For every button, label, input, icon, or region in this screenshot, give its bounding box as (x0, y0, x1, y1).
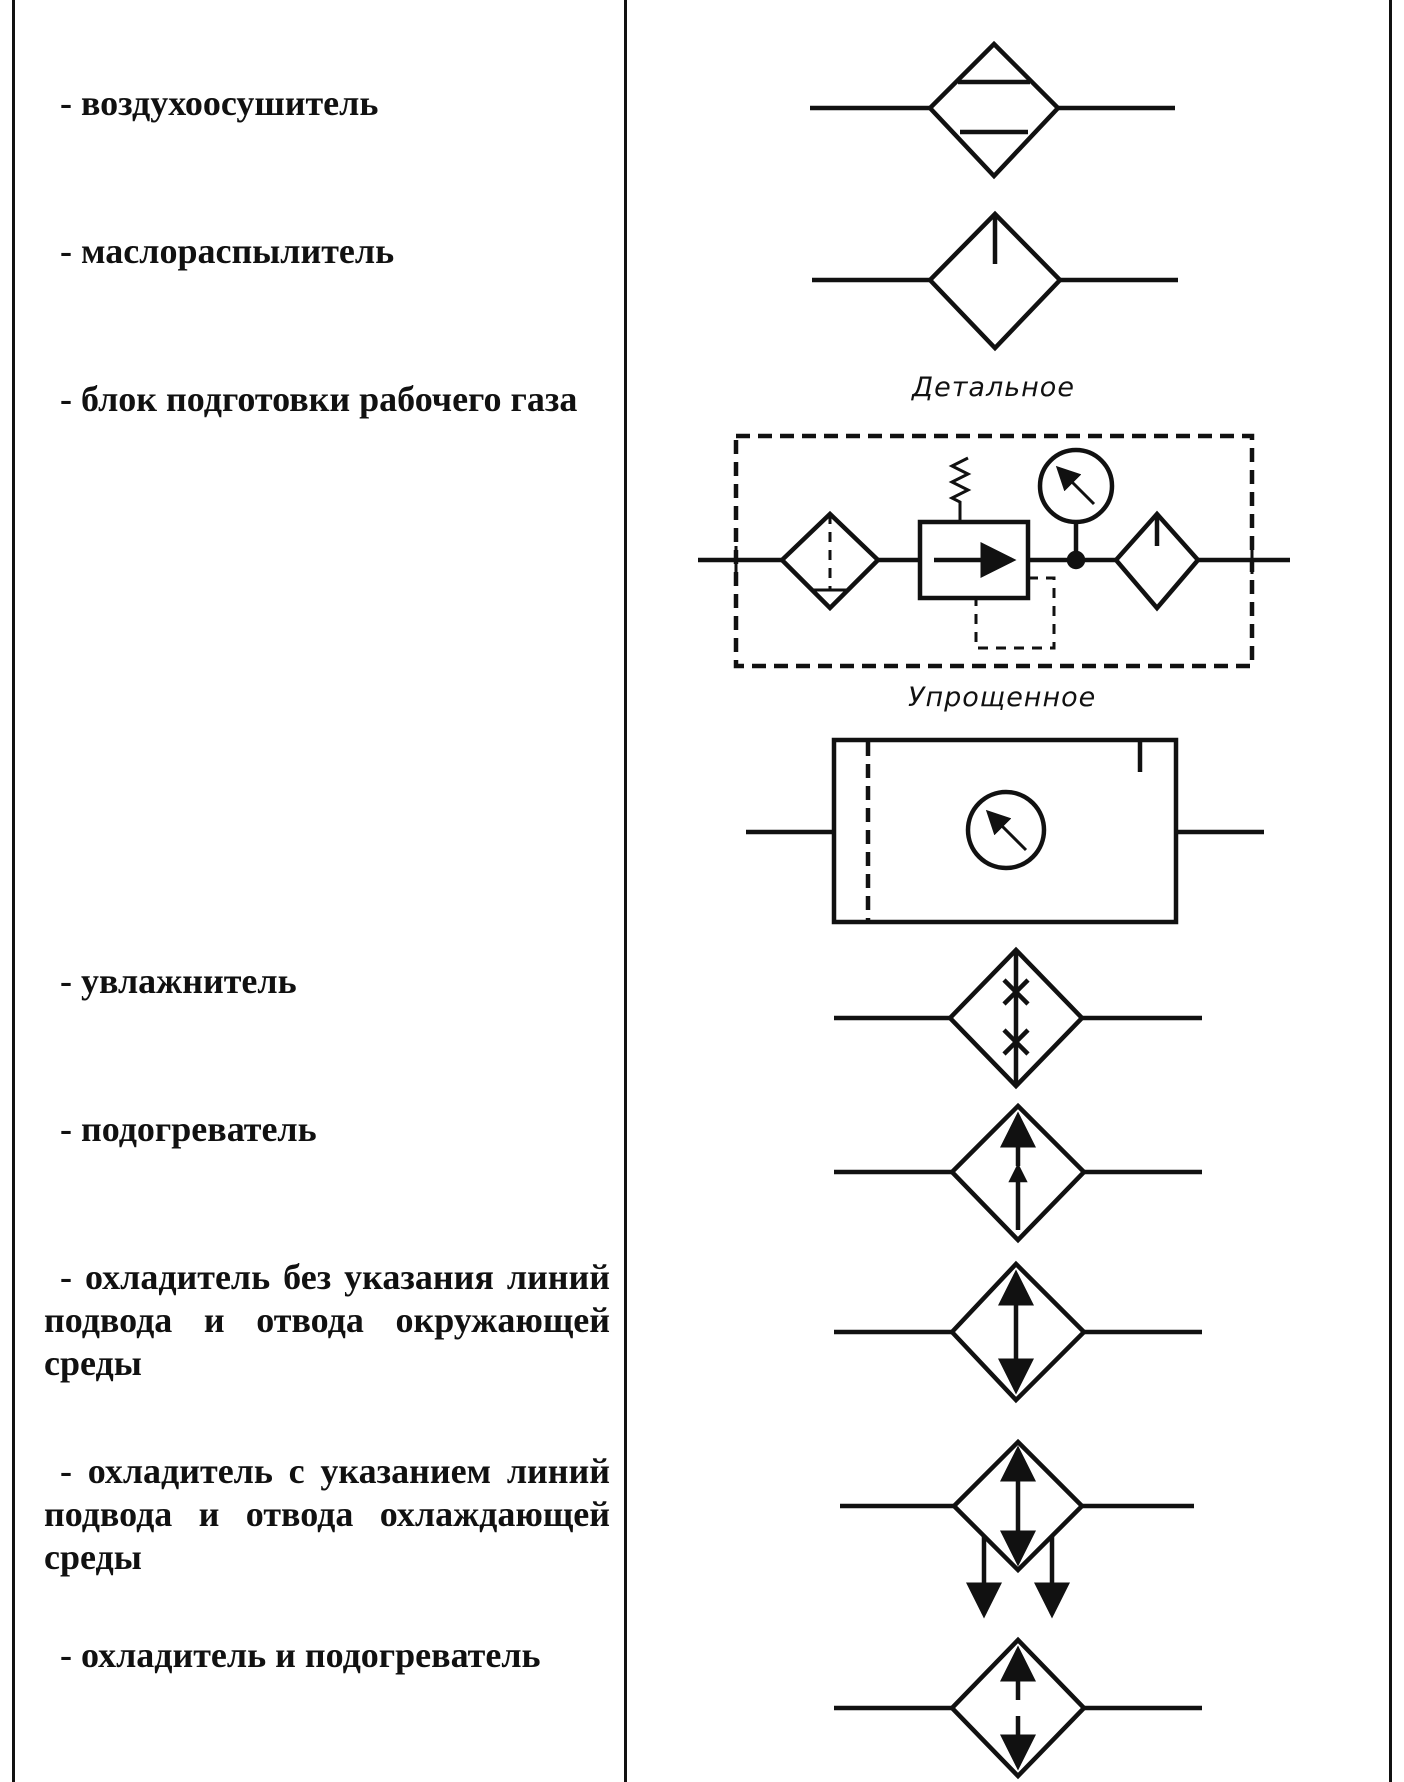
gas-preparation-unit-detailed-symbol (698, 433, 1290, 669)
label-air-dryer: - воздухоосушитель (60, 83, 379, 123)
caption-simplified: Упрощенное (908, 682, 1097, 713)
table-border-right (1389, 0, 1392, 1782)
cooler-with-lines-symbol (840, 1438, 1194, 1619)
heater-symbol (834, 1102, 1202, 1244)
label-cooler-with-lines: - охладитель с указанием линий подвода и… (44, 1451, 610, 1577)
label-cooler-heater: - охладитель и подогреватель (60, 1635, 541, 1675)
table-border-left (12, 0, 15, 1782)
label-heater: - подогреватель (60, 1109, 317, 1149)
label-gas-preparation-unit: - блок подготовки рабочего газа (60, 379, 578, 419)
label-cooler: - охладитель без указания линий подвода … (44, 1257, 610, 1383)
cooler-symbol (834, 1260, 1202, 1404)
gas-preparation-unit-simplified-symbol (746, 737, 1264, 925)
humidifier-symbol (834, 946, 1202, 1090)
column-divider (624, 0, 627, 1782)
air-dryer-symbol (810, 40, 1175, 180)
label-humidifier: - увлажнитель (60, 961, 297, 1001)
lubricator-symbol (812, 210, 1178, 352)
cooler-heater-symbol (834, 1636, 1202, 1780)
caption-detailed: Детальное (912, 372, 1075, 403)
label-lubricator: - маслораспылитель (60, 231, 395, 271)
